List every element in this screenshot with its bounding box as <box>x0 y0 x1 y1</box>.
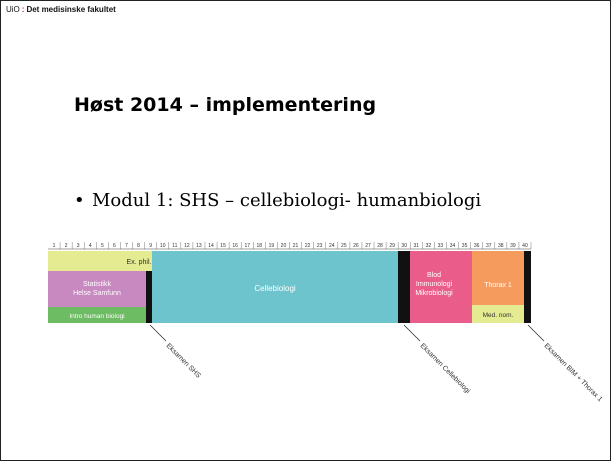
week-label: 13 <box>196 243 202 249</box>
ex-phil-label: Ex. phil. <box>127 259 152 266</box>
week-label: 34 <box>450 243 456 249</box>
week-label: 17 <box>244 243 250 249</box>
week-label: 4 <box>89 243 92 249</box>
block-statistikk <box>48 271 146 307</box>
week-label: 16 <box>232 243 238 249</box>
faculty-name: Det medisinske fakultet <box>26 5 116 14</box>
block-med-nom <box>472 305 524 323</box>
cellebiologi-label: Cellebiologi <box>254 284 296 293</box>
uio-logo-mark: : <box>21 5 25 14</box>
week-label: 29 <box>389 243 395 249</box>
blod-label-2: Immunologi <box>416 281 453 288</box>
blod-label-1: Blod <box>427 272 441 279</box>
exam-pointer-bim <box>527 324 545 342</box>
block-intro-human-biologi <box>48 307 146 323</box>
blod-label-3: Mikrobiologi <box>415 290 453 297</box>
med-nom-label: Med. nom. <box>483 312 514 319</box>
exam-pointer-shs <box>149 324 167 342</box>
week-label: 10 <box>160 243 166 249</box>
week-label: 15 <box>220 243 226 249</box>
week-label: 5 <box>101 243 104 249</box>
week-label: 1 <box>53 243 56 249</box>
statistikk-label-1: Statistikk <box>83 281 112 288</box>
week-label: 3 <box>77 243 80 249</box>
week-label: 6 <box>113 243 116 249</box>
week-label: 39 <box>510 243 516 249</box>
exam-label-shs: Eksamen SHS <box>165 342 202 379</box>
bullet-marker: • <box>74 190 85 211</box>
statistikk-label-2: Helse Samfunn <box>73 290 121 297</box>
exam-label-bim: Eksamen BIM + Thorax 1 <box>543 342 604 403</box>
block-thorax <box>472 251 524 305</box>
week-label: 21 <box>293 243 299 249</box>
slide-title: Høst 2014 – implementering <box>74 94 377 116</box>
week-label: 19 <box>269 243 275 249</box>
week-label: 7 <box>125 243 128 249</box>
week-label: 38 <box>498 243 504 249</box>
exam-bar-shs <box>146 271 152 323</box>
week-label: 28 <box>377 243 383 249</box>
bullet-item: • Modul 1: SHS – cellebiologi- humanbiolo… <box>74 190 481 211</box>
week-label: 35 <box>462 243 468 249</box>
week-label: 37 <box>486 243 492 249</box>
week-label: 36 <box>474 243 480 249</box>
week-label: 40 <box>522 243 528 249</box>
week-label: 8 <box>137 243 140 249</box>
week-label: 32 <box>426 243 432 249</box>
week-label: 24 <box>329 243 335 249</box>
week-label: 9 <box>149 243 152 249</box>
block-cellebiologi <box>152 251 398 323</box>
slide-header: UiO:Det medisinske fakultet <box>6 5 116 14</box>
week-label: 26 <box>353 243 359 249</box>
thorax-label: Thorax 1 <box>484 282 512 289</box>
week-label: 11 <box>172 243 177 249</box>
exam-pointer-cellebiologi <box>403 324 421 342</box>
uio-logo-text: UiO <box>6 5 20 14</box>
week-label: 2 <box>65 243 68 249</box>
week-label: 25 <box>341 243 347 249</box>
week-label: 20 <box>281 243 287 249</box>
week-label: 27 <box>365 243 371 249</box>
exam-label-cellebiologi: Eksamen Cellebiologi <box>419 342 472 395</box>
week-label: 12 <box>184 243 190 249</box>
week-label: 14 <box>208 243 214 249</box>
exam-bar-bim <box>524 251 531 323</box>
week-label: 31 <box>414 243 420 249</box>
week-label: 33 <box>438 243 444 249</box>
week-label: 30 <box>401 243 407 249</box>
exam-bar-cellebiologi <box>398 251 410 323</box>
intro-label: Intro human biologi <box>69 313 124 320</box>
week-label: 18 <box>257 243 263 249</box>
block-blod-immunologi <box>410 251 472 323</box>
bullet-text: Modul 1: SHS – cellebiologi- humanbiolog… <box>92 190 482 211</box>
week-label: 22 <box>305 243 311 249</box>
week-label: 23 <box>317 243 323 249</box>
